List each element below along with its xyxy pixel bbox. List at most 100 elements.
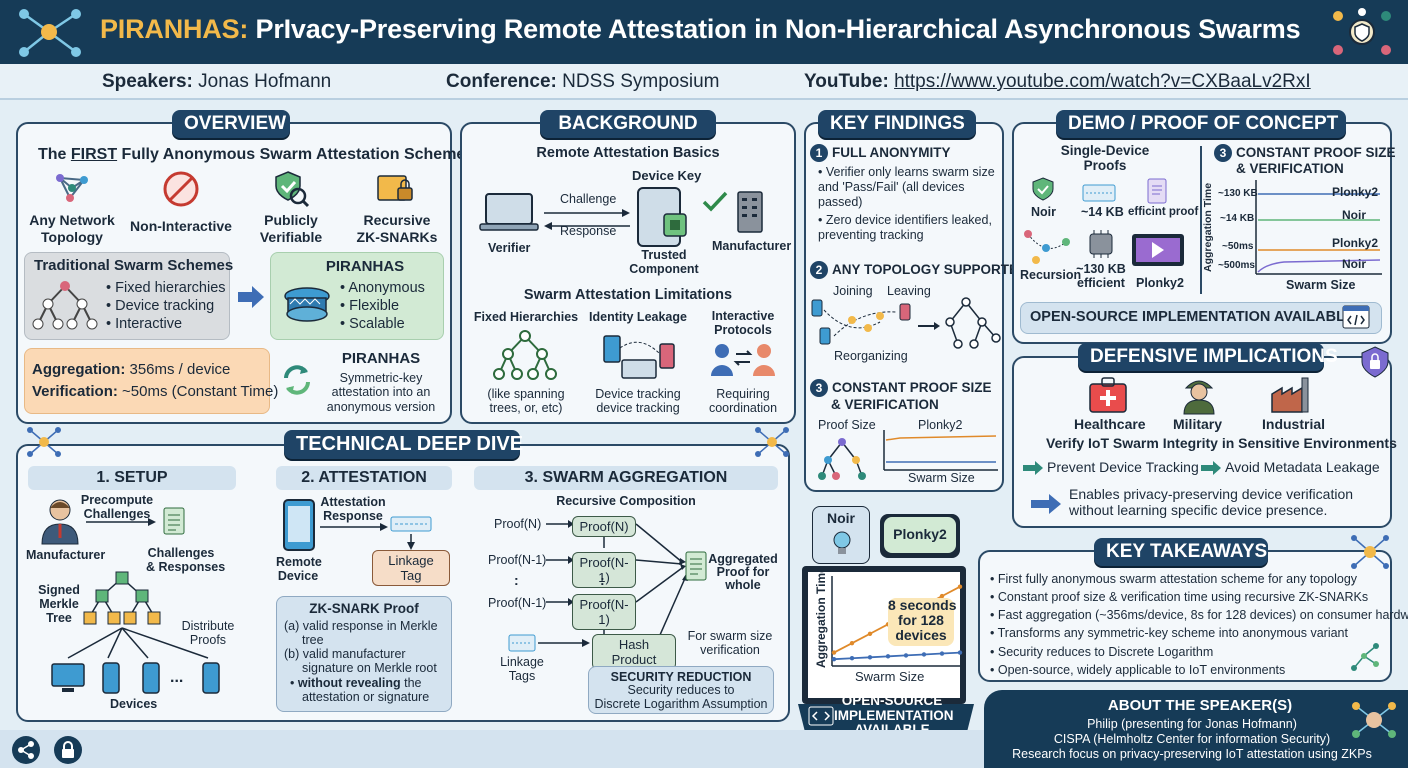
sector-military: Military [1173, 416, 1223, 432]
background-title: BACKGROUND [540, 110, 716, 138]
prevent-text: Prevent Device Tracking [1047, 459, 1199, 475]
chart-x-label: Swarm Size [855, 669, 925, 684]
arrow-right-icon [1023, 461, 1043, 475]
open-source-text: OPEN-SOURCE IMPLEMENTATION AVAILABLE [1030, 309, 1355, 325]
proof-size-chart [883, 430, 998, 471]
demo-divider [1200, 146, 1202, 294]
laptop-icon [479, 193, 539, 231]
leaving-label: Leaving [887, 284, 931, 298]
arrow-right-icon [238, 286, 264, 308]
plonky2-series-label: Plonky2 [918, 418, 963, 432]
tick-50ms: ~50ms [1222, 241, 1254, 252]
noir-card-label: Noir [827, 510, 855, 526]
about-title: ABOUT THE SPEAKER(S) [1107, 697, 1293, 714]
tick-14kb: ~14 KB [1220, 213, 1255, 224]
chip-icon [390, 516, 432, 532]
chip-icon [508, 634, 536, 652]
security-title: SECURITY REDUCTION [610, 670, 752, 684]
conference: Conference: NDSS Symposium [446, 71, 720, 92]
series-line-1 [833, 651, 961, 661]
tick-130kb: ~130 KB [1218, 188, 1258, 199]
annotation-box [888, 598, 954, 646]
traditional-list: Fixed hierarchiesDevice trackingInteract… [106, 279, 225, 333]
merkle-tree-icon [83, 571, 161, 625]
takeaways-list: First fully anonymous swarm attestation … [990, 570, 1408, 679]
shield-icon [1032, 177, 1054, 201]
noir-label: Noir [1031, 205, 1056, 219]
demo-chart [1255, 180, 1382, 275]
ra-title: Remote Attestation Basics [536, 145, 720, 161]
tree-icon [493, 330, 557, 380]
plonky2-card-label: Plonky2 [893, 526, 947, 542]
plonky2-screen [884, 517, 956, 553]
challenge-arrow [544, 209, 630, 230]
box-proof-n1-b: Proof(N-1) [572, 594, 636, 630]
arrow [538, 639, 590, 647]
left-proof-n1-b: Proof(N-1) [488, 596, 547, 610]
hash-product: Hash Product [592, 634, 676, 670]
enables-text: Enables privacy-preserving device verifi… [1069, 486, 1354, 519]
findings-title: KEY FINDINGS [818, 110, 976, 138]
response-label: Response [560, 224, 617, 238]
open-source-banner[interactable] [1020, 302, 1382, 334]
efficient-proof-label: efficint proof [1128, 206, 1199, 218]
share-icon[interactable] [10, 734, 42, 766]
lock-shield-icon [1361, 346, 1389, 378]
folder-lock-icon [377, 175, 413, 201]
plonky2-label: Plonky2 [1136, 276, 1184, 290]
network-icon [1352, 702, 1396, 738]
verified-search-icon [275, 171, 310, 208]
series-plonky2-a: Plonky2 [1332, 185, 1379, 199]
sector-industrial: Industrial [1262, 416, 1326, 432]
phone-icon [202, 662, 220, 694]
reorganizing-label: Reorganizing [834, 349, 908, 363]
data-point-1-2 [867, 655, 873, 660]
network-icon [19, 9, 81, 57]
data-point-1-5 [921, 652, 927, 657]
header: PIRANHAS: PrIvacy-Preserving Remote Atte… [0, 0, 1408, 64]
overview-title: OVERVIEW [172, 110, 290, 138]
joining-label: Joining [833, 284, 873, 298]
side-title: PIRANHAS [341, 350, 421, 367]
challenges-label: Challenges& Responses [146, 546, 226, 574]
document-icon [685, 551, 707, 581]
box-proof-n: Proof(N) [572, 516, 636, 537]
monitor-icon [51, 663, 85, 692]
demo-title: DEMO / PROOF OF CONCEPT [1056, 110, 1346, 138]
speakers: Speakers: Jonas Hofmann [102, 71, 332, 92]
phone-icon [142, 662, 160, 694]
series-noir-b: Noir [1342, 257, 1366, 271]
setup-manufacturer-label: Manufacturer [26, 548, 106, 562]
attestation-title: 2. ATTESTATION [276, 466, 452, 490]
shield-icon [1333, 8, 1391, 55]
military-icon [1183, 380, 1215, 415]
feature-zksnarks: Recursive ZK-SNARKs [356, 212, 438, 245]
refresh-icon [284, 365, 310, 395]
info-bar: Speakers: Jonas Hofmann Conference: NDSS… [0, 64, 1408, 100]
lock-icon[interactable] [52, 734, 84, 766]
chip-icon [1089, 230, 1113, 258]
lightbulb-icon [833, 531, 851, 554]
people-icon [711, 344, 775, 376]
recursion-label: Recursion [1020, 268, 1082, 282]
takeaways-title: KEY TAKEAWAYS [1094, 538, 1268, 566]
data-point-1-4 [903, 653, 909, 658]
youtube-link[interactable]: https://www.youtube.com/watch?v=CXBaaLv2… [894, 71, 1311, 92]
monitor-icon [1132, 234, 1184, 266]
no-interaction-icon [163, 171, 199, 207]
healthcare-icon [1089, 377, 1127, 413]
series-noir-a: Noir [1342, 208, 1366, 222]
piranhas-list: AnonymousFlexibleScalable [340, 279, 425, 333]
demo-y-label: Aggregation Time [1202, 182, 1214, 272]
size-130kb-label: ~130 KB efficient [1076, 262, 1126, 290]
